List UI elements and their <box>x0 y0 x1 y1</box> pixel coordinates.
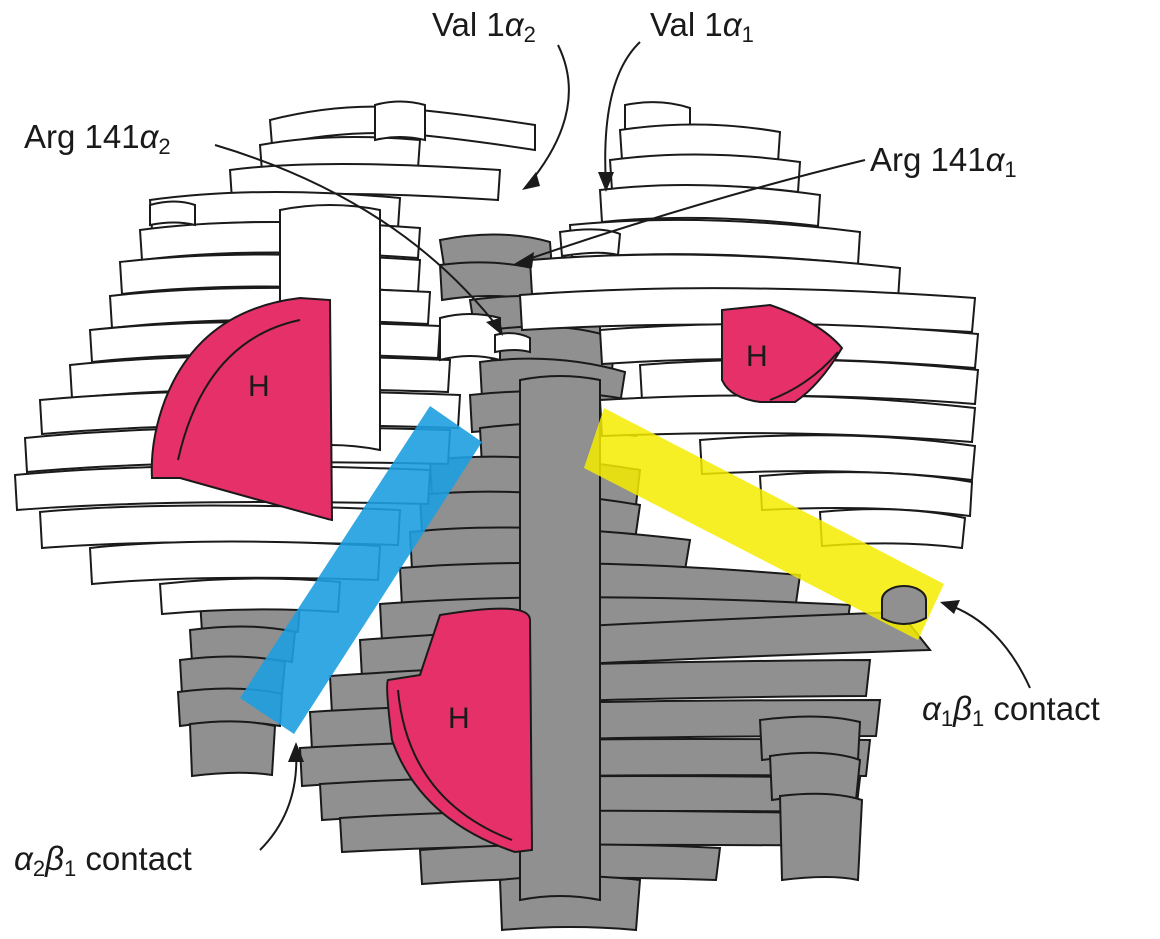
beta-knob <box>882 586 926 624</box>
label-greek-1: α <box>922 690 941 727</box>
label-sub: 2 <box>524 22 536 47</box>
label-a2b1-contact: α2β1 contact <box>14 842 192 880</box>
heme-label-alpha2: H <box>248 370 270 403</box>
label-greek-2: β <box>45 840 64 877</box>
label-sub: 1 <box>1004 157 1016 182</box>
val1-alpha2-arrow <box>528 45 569 185</box>
label-greek-2: β <box>953 690 972 727</box>
label-text: Arg 141 <box>24 118 140 155</box>
label-arg141-alpha2: Arg 141α2 <box>24 120 171 158</box>
label-sub-2: 1 <box>64 856 76 881</box>
label-text: contact <box>984 690 1100 727</box>
label-text: Arg 141 <box>870 141 986 178</box>
label-val1-alpha1: Val 1α1 <box>650 8 754 46</box>
label-text: Val 1 <box>650 6 723 43</box>
label-greek: α <box>986 141 1005 178</box>
label-sub-2: 1 <box>972 706 984 731</box>
heme-label-alpha1: H <box>746 340 768 373</box>
label-sub: 2 <box>158 134 170 159</box>
a1b1-contact-arrowhead <box>940 600 960 614</box>
label-greek: α <box>505 6 524 43</box>
label-val1-alpha2: Val 1α2 <box>432 8 536 46</box>
label-greek: α <box>723 6 742 43</box>
label-greek: α <box>140 118 159 155</box>
label-text: contact <box>76 840 192 877</box>
label-arg141-alpha1: Arg 141α1 <box>870 143 1017 181</box>
label-a1b1-contact: α1β1 contact <box>922 692 1100 730</box>
a1b1-contact-arrow <box>946 604 1030 688</box>
label-greek-1: α <box>14 840 33 877</box>
label-sub-1: 2 <box>33 856 45 881</box>
label-sub: 1 <box>742 22 754 47</box>
label-sub-1: 1 <box>941 706 953 731</box>
label-text: Val 1 <box>432 6 505 43</box>
heme-label-beta1: H <box>448 702 470 735</box>
